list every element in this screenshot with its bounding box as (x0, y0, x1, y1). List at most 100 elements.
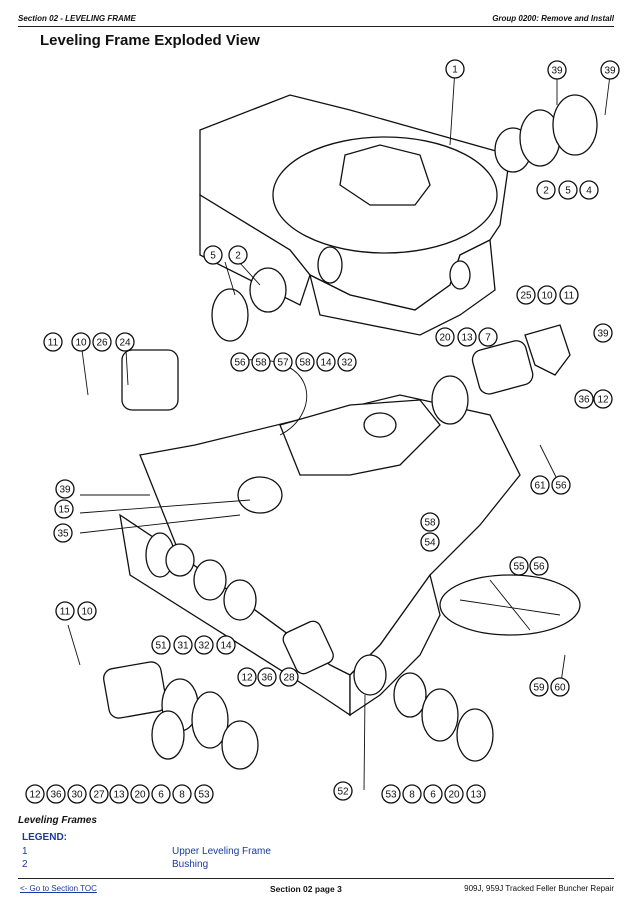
callout-circle (558, 180, 578, 200)
callout-number: 36 (578, 395, 590, 406)
callout-circle (547, 60, 567, 80)
callout-number: 11 (60, 607, 71, 618)
callout-circle (593, 389, 613, 409)
part-callout: 15 (54, 499, 74, 519)
callout-number: 10 (81, 607, 93, 618)
part-callout: 11 (55, 601, 75, 621)
part-callout: 5 (203, 245, 223, 265)
part-callout: 58 (420, 512, 440, 532)
callout-circle (423, 784, 443, 804)
callout-circle (420, 512, 440, 532)
callout-number: 31 (177, 641, 189, 652)
callout-circle (381, 784, 401, 804)
legend-number: 1 (22, 846, 28, 857)
callout-number: 10 (541, 291, 553, 302)
part-callout: 53 (194, 784, 214, 804)
lower-right-plate (439, 574, 581, 636)
callout-circle (55, 601, 75, 621)
lower-bushings (151, 672, 494, 762)
legend-text: Upper Leveling Frame (172, 846, 271, 857)
callout-circle (551, 475, 571, 495)
figure-caption: Leveling Frames (18, 815, 97, 826)
callout-circle (273, 352, 293, 372)
callout-circle (435, 327, 455, 347)
right-pin-assembly (282, 324, 571, 675)
part-callout: 39 (547, 60, 567, 80)
part-callout: 24 (115, 332, 135, 352)
callout-number: 59 (533, 683, 545, 694)
callout-number: 12 (597, 395, 609, 406)
callout-circle (579, 180, 599, 200)
callout-circle (251, 352, 271, 372)
page-header: Section 02 - LEVELING FRAME Group 0200: … (18, 14, 614, 28)
toc-link[interactable]: <- Go to Section TOC (20, 884, 97, 893)
part-callout: 7 (478, 327, 498, 347)
callout-number: 1 (452, 65, 458, 76)
part-callout: 57 (273, 352, 293, 372)
callout-circle (216, 635, 236, 655)
callout-circle (257, 667, 277, 687)
part-callout: 26 (92, 332, 112, 352)
callout-circle (46, 784, 66, 804)
callout-number: 57 (277, 358, 289, 369)
callout-circle (43, 332, 63, 352)
callout-number: 7 (485, 333, 491, 344)
callout-circle (25, 784, 45, 804)
part-callout: 10 (537, 285, 557, 305)
callout-number: 32 (198, 641, 210, 652)
callout-number: 55 (513, 562, 525, 573)
part-callout: 11 (559, 285, 579, 305)
callout-number: 11 (48, 338, 59, 349)
part-callout: 25 (516, 285, 536, 305)
callout-circle (420, 532, 440, 552)
callout-circle (444, 784, 464, 804)
part-callout: 36 (257, 667, 277, 687)
callout-circle (402, 784, 422, 804)
callout-number: 20 (448, 790, 460, 801)
part-callout: 12 (25, 784, 45, 804)
callout-number: 13 (461, 333, 473, 344)
part-callout: 20 (444, 784, 464, 804)
part-callout: 13 (109, 784, 129, 804)
legend-heading: LEGEND: (22, 832, 67, 843)
callout-circle (77, 601, 97, 621)
upper-right-bushings (494, 94, 598, 173)
part-callout: 56 (529, 556, 549, 576)
part-callout: 30 (67, 784, 87, 804)
callout-circle (92, 332, 112, 352)
section-label: Section 02 - LEVELING FRAME (18, 14, 136, 23)
callout-number: 30 (71, 790, 83, 801)
callout-circle (54, 499, 74, 519)
callout-circle (550, 677, 570, 697)
callout-circle (529, 677, 549, 697)
callout-number: 51 (155, 641, 167, 652)
part-callout: 39 (600, 60, 620, 80)
callout-circle (71, 332, 91, 352)
part-callout: 2 (536, 180, 556, 200)
callout-circle (530, 475, 550, 495)
callout-number: 14 (320, 358, 332, 369)
callout-circle (593, 323, 613, 343)
part-callout: 13 (457, 327, 477, 347)
callout-circle (115, 332, 135, 352)
part-callout: 31 (173, 635, 193, 655)
callout-number: 12 (241, 673, 253, 684)
part-callout: 20 (435, 327, 455, 347)
part-callout: 8 (402, 784, 422, 804)
callout-circle (516, 285, 536, 305)
callout-number: 32 (341, 358, 353, 369)
callout-circle (228, 245, 248, 265)
part-callout: 32 (337, 352, 357, 372)
part-callout: 14 (216, 635, 236, 655)
callout-number: 53 (385, 790, 397, 801)
callout-circle (600, 60, 620, 80)
part-callout: 56 (551, 475, 571, 495)
part-callout: 55 (509, 556, 529, 576)
callout-circle (130, 784, 150, 804)
part-callout: 32 (194, 635, 214, 655)
part-callout: 5 (558, 180, 578, 200)
part-callout: 36 (46, 784, 66, 804)
part-callout: 12 (237, 667, 257, 687)
